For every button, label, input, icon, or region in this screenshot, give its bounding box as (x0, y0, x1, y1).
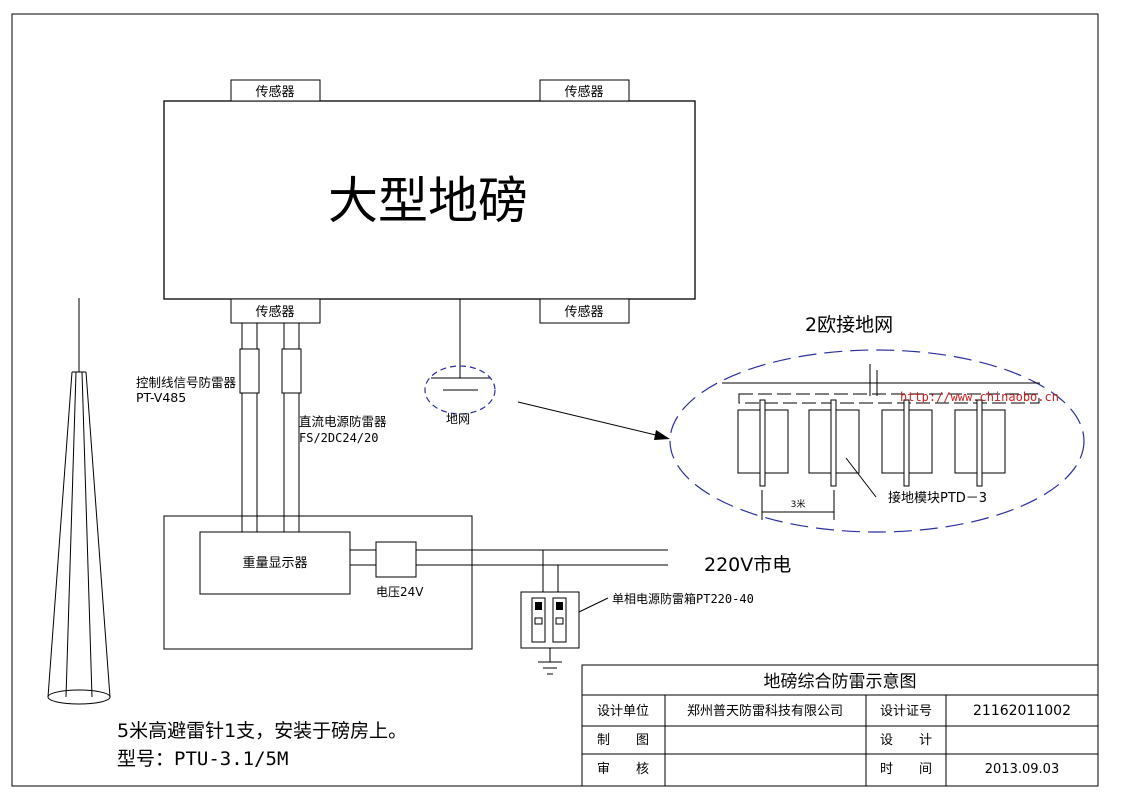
scale-ground (424, 299, 496, 415)
design-label: 设 计 (880, 733, 932, 748)
mains-label: 220V市电 (704, 554, 791, 576)
cert-value: 21162011002 (973, 703, 1071, 719)
spacing-label: 3米 (791, 498, 806, 510)
drawn-label: 制 图 (597, 733, 649, 748)
ac-spd-box (520, 591, 609, 675)
ground-grid-ellipse (669, 349, 1085, 533)
sensor-label: 传感器 (564, 304, 603, 320)
watermark-text: http://www.chinaobo.cn (900, 390, 1059, 404)
design-unit-value: 郑州普天防雷科技有限公司 (687, 703, 843, 719)
ground-module-label: 接地模块PTD－3 (888, 490, 987, 506)
sensor-top-left: 传感器 (230, 79, 321, 102)
dc-spd-model: FS/2DC24/20 (299, 431, 378, 445)
weight-display (199, 531, 351, 595)
voltage-adapter (375, 541, 417, 578)
signal-spd-module (239, 348, 260, 394)
scale-title: 大型地磅 (328, 172, 528, 230)
dc-spd-label: 直流电源防雷器 (299, 414, 387, 429)
voltage-label: 电压24V (376, 585, 424, 599)
rod-model: 型号：PTU-3.1/5M (117, 748, 288, 770)
sensor-label: 传感器 (255, 84, 294, 100)
dc-spd-module (281, 348, 302, 394)
weight-display-label: 重量显示器 (242, 555, 307, 571)
design-unit-label: 设计单位 (597, 704, 649, 719)
title-block-title: 地磅综合防雷示意图 (764, 672, 917, 692)
title-block (581, 664, 1099, 787)
sensor-label: 传感器 (564, 84, 603, 100)
lightning-rod-mast (47, 298, 111, 705)
signal-spd-label: 控制线信号防雷器 (136, 375, 237, 390)
power-lines (350, 549, 668, 598)
sensor-label: 传感器 (255, 304, 294, 320)
sensor-bottom-left: 传感器 (230, 298, 321, 324)
ground-grid (722, 364, 1040, 520)
sensor-top-right: 传感器 (539, 79, 630, 102)
arrow-to-ground-grid (517, 401, 670, 440)
weighbridge-booth (163, 515, 473, 650)
signal-spd-model: PT-V485 (136, 390, 186, 405)
sensor-bottom-right: 传感器 (539, 298, 630, 324)
time-label: 时 间 (880, 762, 932, 777)
ac-spd-label: 单相电源防雷箱PT220-40 (612, 591, 754, 606)
ground-net-label: 地网 (446, 412, 470, 426)
review-label: 审 核 (597, 762, 649, 777)
cert-label: 设计证号 (880, 704, 932, 719)
ground-grid-title: 2欧接地网 (805, 314, 893, 336)
time-value: 2013.09.03 (985, 762, 1059, 777)
drawing-border (11, 13, 1099, 787)
scale-body (163, 100, 696, 300)
rod-description: 5米高避雷针1支，安装于磅房上。 (117, 720, 407, 742)
